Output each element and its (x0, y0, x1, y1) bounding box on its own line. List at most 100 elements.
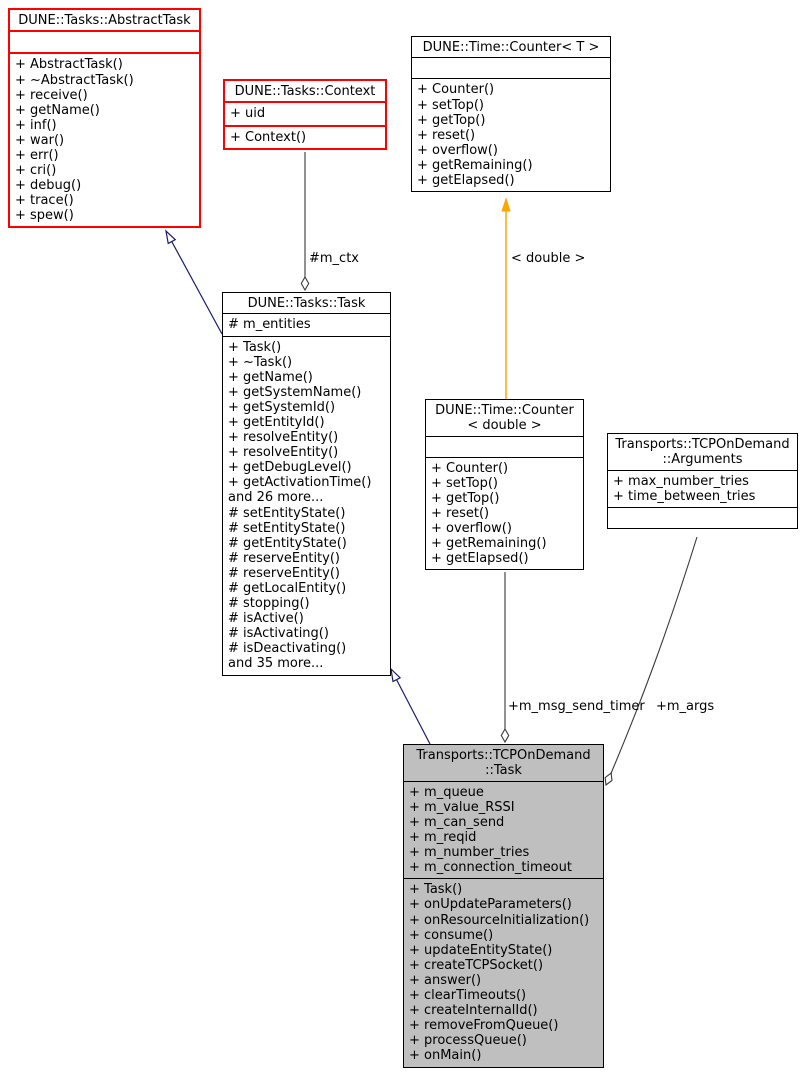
class-title: Transports::TCPOnDemand::Task (404, 745, 603, 781)
row: DUNE::Time::Counter (435, 403, 574, 418)
method-row: # getLocalEntity() (228, 581, 347, 596)
method-row: + reset() (431, 506, 490, 522)
method-row: + createInternalId() (409, 1003, 538, 1019)
method-row: + getElapsed() (431, 551, 529, 567)
method-row: # isDeactivating() (228, 641, 347, 657)
method-row: + getRemaining() (417, 157, 533, 173)
method-row: + setTop() (431, 475, 498, 491)
method-row: + onResourceInitialization() (409, 912, 590, 928)
methods-compartment: + Context() (225, 124, 385, 148)
method-row: + ~Task() (228, 354, 293, 370)
method-row: # isActive() (228, 611, 304, 627)
method-row: + Counter() (431, 460, 509, 476)
method-row: # setEntityState() (228, 520, 346, 536)
class-title: DUNE::Time::Counter< double > (426, 400, 583, 436)
class-node-arguments[interactable]: Transports::TCPOnDemand::Arguments + max… (607, 433, 798, 529)
method-row: + AbstractTask() (15, 57, 123, 73)
method-row: + consume() (409, 927, 494, 943)
method-row: + getTop() (431, 491, 500, 506)
class-title: Transports::TCPOnDemand::Arguments (608, 434, 797, 470)
method-row: + err() (15, 147, 59, 163)
method-row: # stopping() (228, 596, 310, 612)
attribute-row: + max_number_tries (613, 473, 749, 489)
method-row: + ~AbstractTask() (15, 72, 134, 88)
method-row: + spew() (15, 208, 74, 224)
class-title: DUNE::Tasks::Context (234, 84, 376, 99)
class-node-task[interactable]: DUNE::Tasks::Task # m_entities + Task()+… (222, 292, 391, 676)
method-row: + getRemaining() (431, 536, 547, 552)
method-row: + getElapsed() (417, 172, 515, 188)
attribute-row: + time_between_tries (613, 488, 756, 504)
method-row: + Task() (228, 339, 282, 355)
method-row: + clearTimeouts() (409, 988, 527, 1004)
attributes-compartment: # m_entities (223, 313, 390, 335)
methods-compartment (608, 507, 797, 528)
method-row: + answer() (409, 972, 482, 988)
edge-label-template-double: < double > (511, 251, 586, 266)
attribute-row: + m_connection_timeout (409, 860, 572, 876)
method-row: + war() (15, 132, 65, 148)
method-row: + createTCPSocket() (409, 957, 544, 973)
method-row: + setTop() (417, 97, 484, 113)
attribute-row: + m_reqid (409, 830, 477, 846)
method-row: + getName() (15, 102, 100, 118)
method-row: + getSystemId() (228, 399, 336, 415)
method-row: + updateEntityState() (409, 942, 553, 958)
method-row: # setEntityState() (228, 505, 346, 521)
attribute-row: + uid (230, 106, 266, 122)
row: Transports::TCPOnDemand (416, 748, 591, 763)
method-row: + Context() (230, 129, 307, 145)
method-row: + Task() (409, 882, 463, 898)
method-row: + onMain() (409, 1048, 482, 1064)
method-row: + receive() (15, 87, 88, 103)
class-title: DUNE::Tasks::AbstractTask (18, 13, 191, 28)
inheritance-edge-task-to-abstracttask (165, 229, 223, 335)
method-row: + getEntityId() (228, 414, 325, 430)
method-row: + getDebugLevel() (228, 460, 352, 476)
method-row: and 35 more... (228, 656, 324, 672)
method-row: # reserveEntity() (228, 550, 340, 566)
methods-compartment: + AbstractTask()+ ~AbstractTask()+ recei… (10, 52, 199, 226)
class-title: DUNE::Tasks::Task (247, 296, 366, 311)
inheritance-edge-tcptask-to-task (390, 667, 431, 745)
attribute-row: + m_queue (409, 784, 484, 800)
method-row: + getTop() (417, 112, 486, 128)
methods-compartment: + Counter()+ setTop()+ getTop()+ reset()… (412, 78, 610, 191)
method-row: + cri() (15, 163, 57, 179)
method-row: # reserveEntity() (228, 565, 340, 581)
class-node-abstract-task[interactable]: DUNE::Tasks::AbstractTask + AbstractTask… (8, 8, 201, 229)
method-row: # getEntityState() (228, 535, 347, 551)
method-row: + overflow() (431, 521, 512, 537)
attributes-compartment: + max_number_tries+ time_between_tries (608, 469, 797, 507)
attributes-compartment (426, 435, 583, 457)
methods-compartment: + Task()+ ~Task()+ getName()+ getSystemN… (223, 335, 390, 675)
method-row: + inf() (15, 117, 57, 133)
edge-label-m-ctx: #m_ctx (309, 251, 359, 266)
attribute-row: # m_entities (228, 317, 311, 333)
row: Transports::TCPOnDemand (615, 437, 790, 452)
attributes-compartment: + uid (225, 101, 385, 124)
method-row: and 26 more... (228, 490, 324, 506)
class-node-tcp-task[interactable]: Transports::TCPOnDemand::Task + m_queue+… (403, 744, 604, 1068)
method-row: + onUpdateParameters() (409, 897, 572, 913)
row: ::Task (485, 763, 522, 779)
method-row: # isActivating() (228, 626, 329, 642)
method-row: + getActivationTime() (228, 475, 372, 491)
aggregation-edge-margs (604, 536, 698, 787)
attribute-row: + m_can_send (409, 815, 505, 830)
method-row: + resolveEntity() (228, 430, 339, 446)
class-node-counter-double[interactable]: DUNE::Time::Counter< double > + Counter(… (425, 399, 584, 571)
method-row: + processQueue() (409, 1033, 527, 1049)
method-row: + Counter() (417, 82, 495, 98)
method-row: + removeFromQueue() (409, 1018, 559, 1034)
edge-label-m-args: +m_args (656, 699, 715, 714)
row: ::Arguments (662, 452, 743, 468)
method-row: + trace() (15, 193, 74, 209)
class-node-context[interactable]: DUNE::Tasks::Context + uid + Context() (223, 79, 387, 150)
attributes-compartment: + m_queue+ m_value_RSSI+ m_can_send+ m_r… (404, 780, 603, 879)
attribute-row: + m_number_tries (409, 845, 530, 861)
method-row: + reset() (417, 127, 476, 143)
class-node-counter-t[interactable]: DUNE::Time::Counter< T > + Counter()+ se… (411, 36, 611, 193)
method-row: + debug() (15, 178, 82, 194)
edge-label-m-msg-send-timer: +m_msg_send_timer (508, 699, 645, 714)
